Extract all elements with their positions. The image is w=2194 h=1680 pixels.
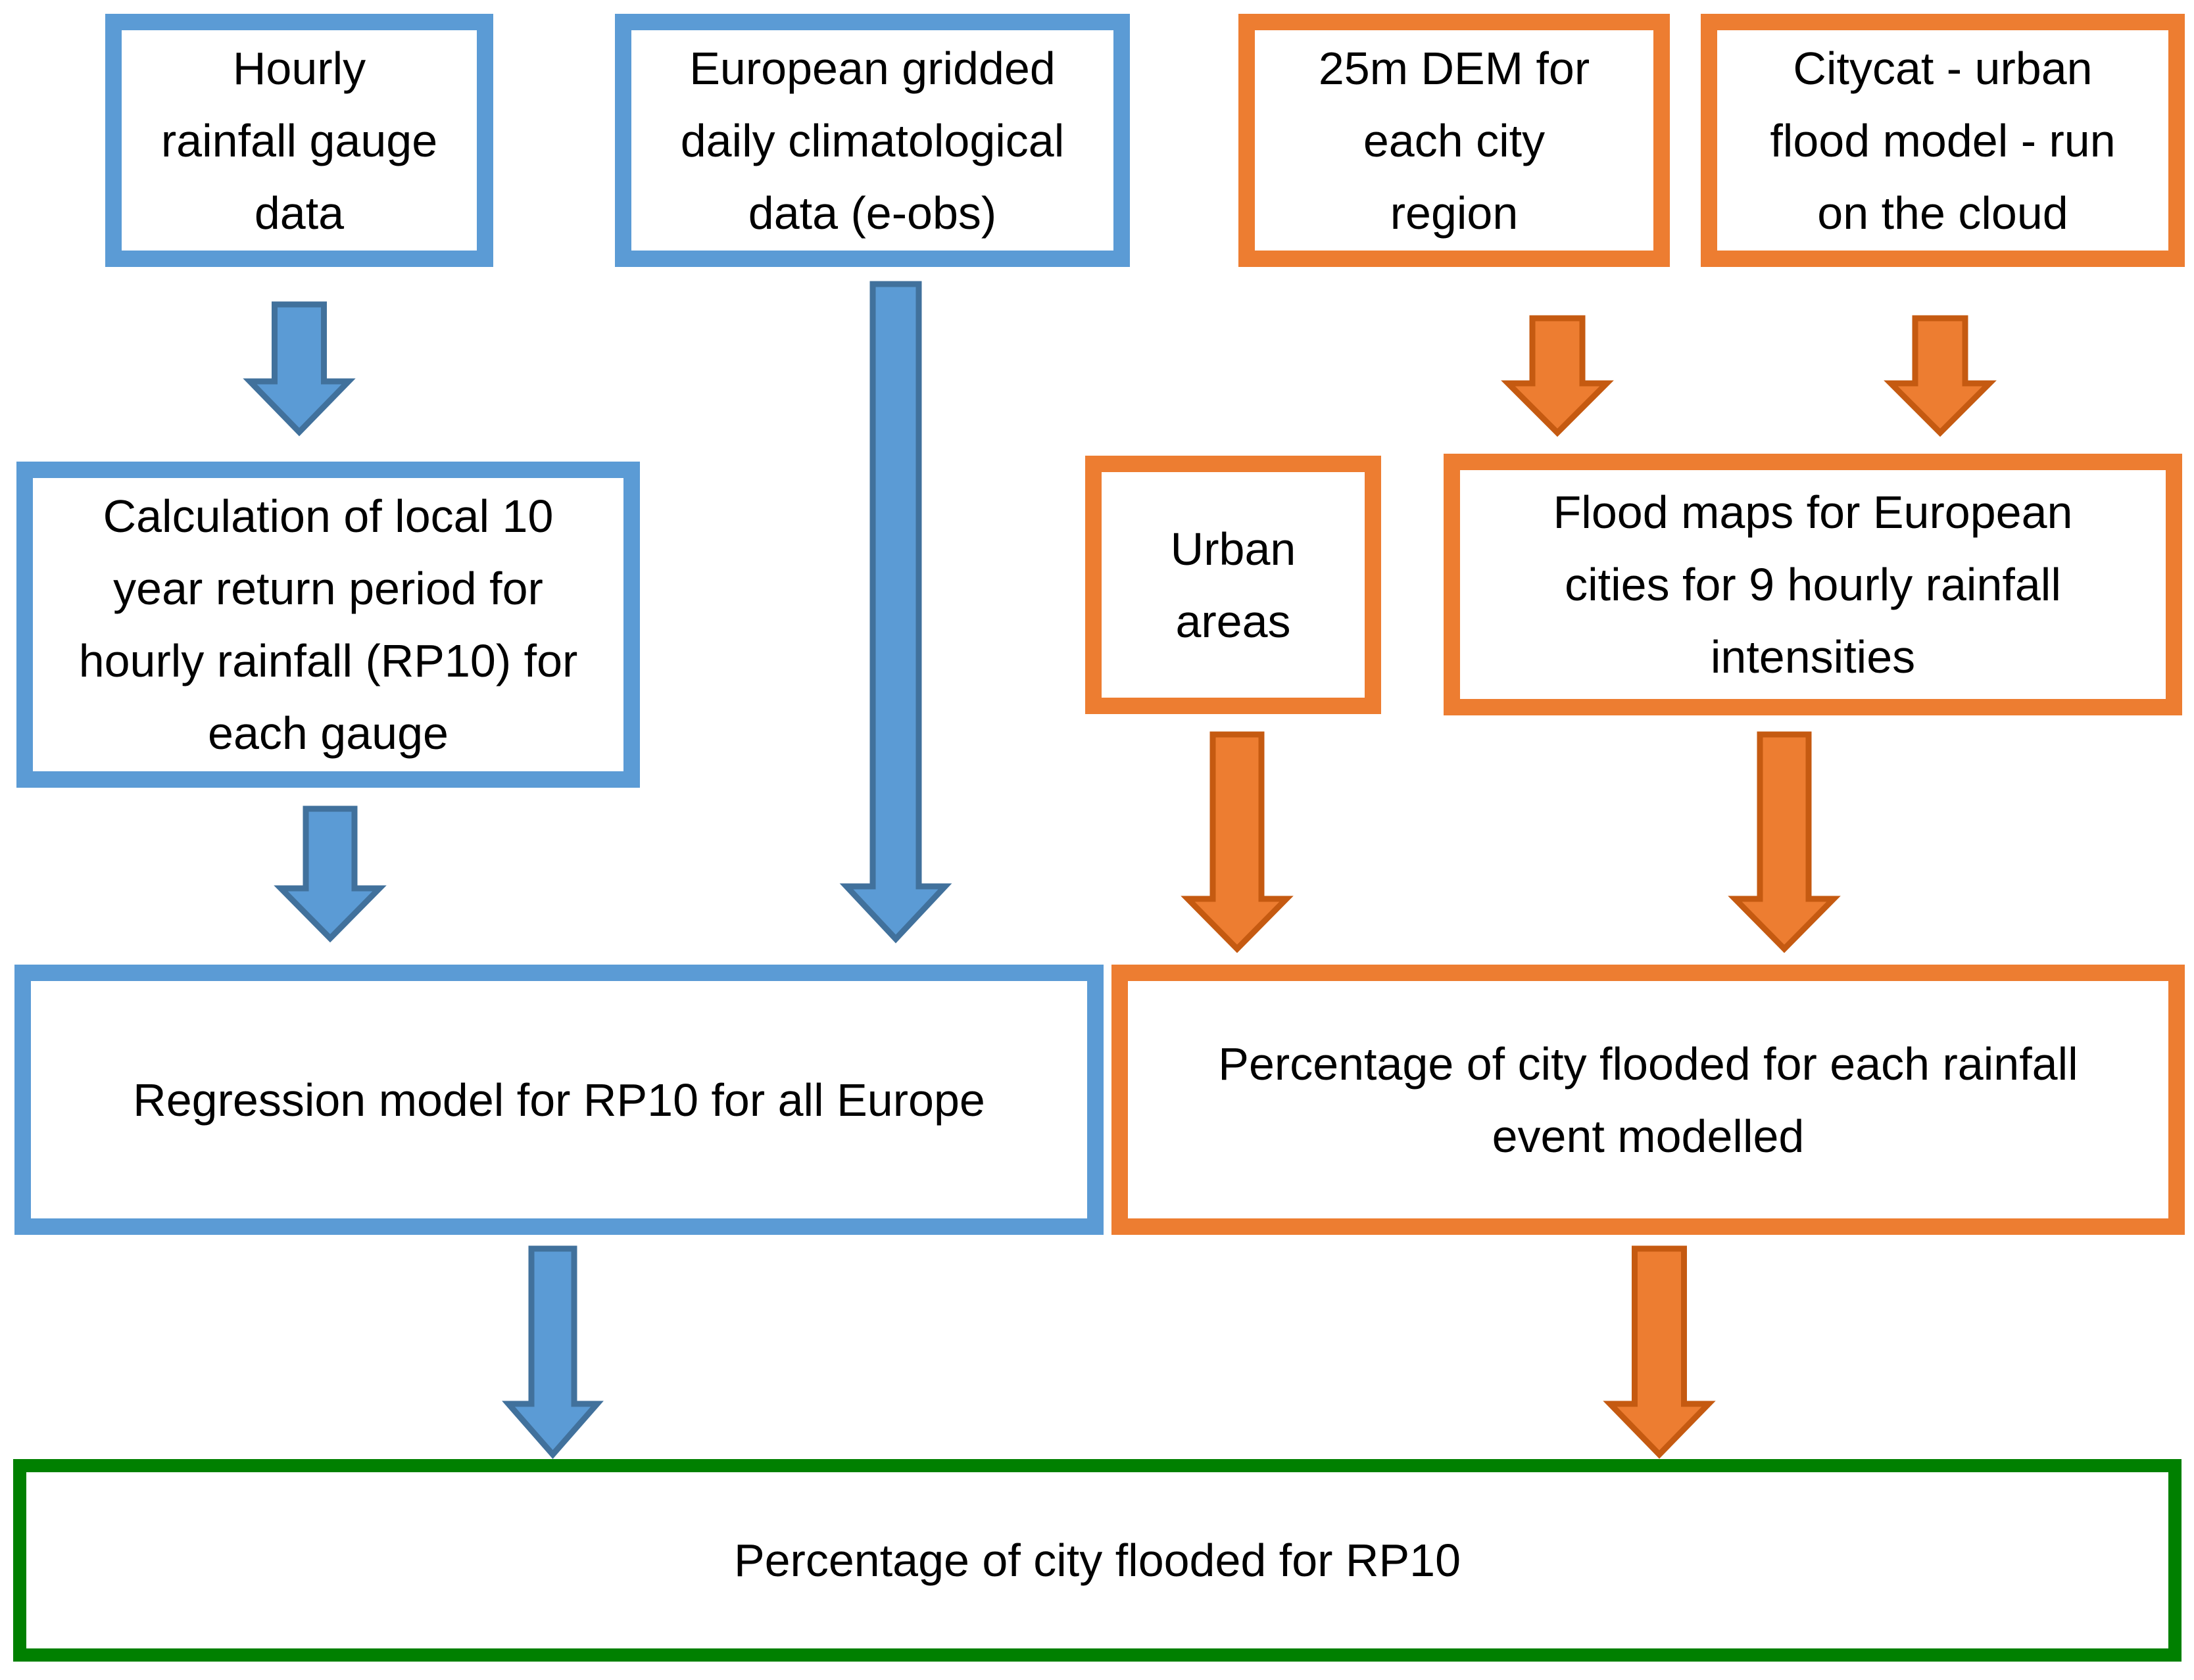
box-25m-dem: 25m DEM for each city region (1238, 14, 1670, 267)
box-text-line: each city (1363, 114, 1546, 166)
box-text-line: Flood maps for European (1553, 487, 2073, 538)
box-text-line: year return period for (113, 563, 543, 614)
box-text-line: Percentage of city flooded for RP10 (733, 1535, 1461, 1586)
box-text-line: Percentage of city flooded for each rain… (1218, 1038, 2078, 1090)
down-arrow-icon-hourly-to-calc (243, 301, 356, 437)
down-arrow-icon-dem-to-floodmaps (1501, 315, 1614, 437)
box-text-line: cities for 9 hourly rainfall (1565, 559, 2061, 610)
box-citycat-flood-model: Citycat - urban flood model - run on the… (1701, 14, 2185, 267)
box-text-line: Hourly (232, 42, 366, 94)
down-arrow-icon-regression-to-final (502, 1245, 604, 1459)
box-urban-areas: Urban areas (1085, 456, 1381, 714)
box-hourly-rainfall-gauge-data: Hourly rainfall gauge data (105, 14, 493, 267)
box-text-line: Urban (1170, 523, 1296, 575)
box-text-line: intensities (1710, 631, 1916, 683)
box-text-line: region (1390, 187, 1519, 239)
down-arrow-icon-floodmaps-to-pct-events (1728, 731, 1841, 953)
box-text-line: event modelled (1492, 1110, 1805, 1162)
box-text-line: each gauge (208, 708, 449, 759)
down-arrow-icon-eobs-to-regression (839, 281, 952, 944)
box-european-gridded-eobs-data: European gridded daily climatological da… (615, 14, 1130, 267)
box-text-line: European gridded (689, 42, 1056, 94)
box-text-line: rainfall gauge (160, 114, 438, 166)
box-text-line: data (254, 187, 345, 239)
box-text-line: 25m DEM for (1318, 42, 1590, 94)
box-text-line: daily climatological (680, 114, 1065, 166)
box-text-line: on the cloud (1817, 187, 2068, 239)
box-rp10-calculation: Calculation of local 10 year return peri… (16, 462, 640, 788)
box-text-line: hourly rainfall (RP10) for (78, 635, 578, 686)
box-text-line: data (e-obs) (748, 187, 997, 239)
down-arrow-icon-calc-to-regression (274, 805, 387, 943)
down-arrow-icon-citycat-to-floodmaps (1884, 315, 1997, 437)
box-pct-flooded-each-event: Percentage of city flooded for each rain… (1111, 965, 2185, 1235)
box-text-line: flood model - run (1770, 114, 2116, 166)
box-text-line: Calculation of local 10 (103, 491, 554, 542)
down-arrow-icon-urban-to-pct-events (1181, 731, 1294, 953)
box-text-line: Regression model for RP10 for all Europe (133, 1074, 985, 1126)
box-text-line: areas (1175, 595, 1291, 647)
down-arrow-icon-pct-events-to-final (1603, 1245, 1716, 1459)
box-pct-flooded-rp10: Percentage of city flooded for RP10 (13, 1459, 2182, 1662)
box-flood-maps: Flood maps for European cities for 9 hou… (1444, 454, 2182, 715)
box-text-line: Citycat - urban (1793, 42, 2093, 94)
box-regression-model: Regression model for RP10 for all Europe (14, 965, 1104, 1235)
